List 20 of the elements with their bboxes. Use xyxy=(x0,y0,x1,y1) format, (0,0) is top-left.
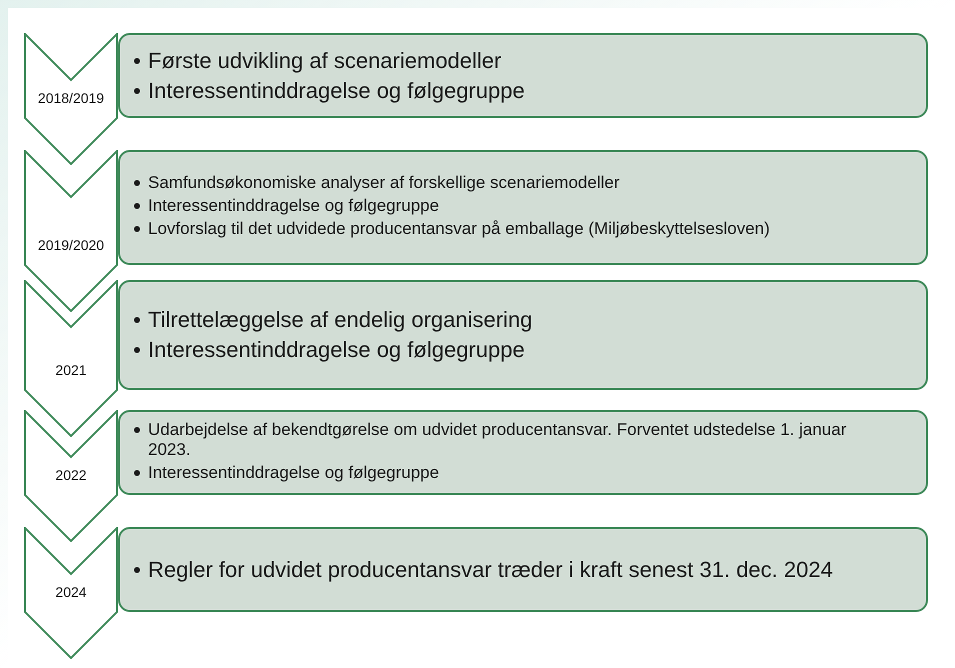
bullet-text: Tilrettelæggelse af endelig organisering xyxy=(148,307,532,332)
milestone-box xyxy=(118,410,928,495)
year-label: 2024 xyxy=(54,583,88,602)
bullet-text: Udarbejdelse af bekendtgørelse om udvidet producentansvar. Forventet udstedelse 1. januar 2023. xyxy=(148,420,846,458)
bullet-text: Regler for udvidet producentansvar træder i kraft senest 31. dec. 2024 xyxy=(148,556,833,582)
bullet-text: Første udvikling af scenariemodeller xyxy=(148,48,502,72)
milestone-box xyxy=(118,33,928,118)
bullet-text: Interessentinddragelse og følgegruppe xyxy=(148,196,440,215)
bullet-text: Interessentinddragelse og følgegruppe xyxy=(148,462,440,482)
year-label: 2019/2020 xyxy=(36,236,106,255)
bullet-text: Interessentinddragelse og følgegruppe xyxy=(148,78,525,102)
year-label: 2022 xyxy=(54,466,88,485)
bullet-text: Samfundsøkonomiske analyser af forskellige scenariemodeller xyxy=(148,173,620,192)
milestone-box xyxy=(118,150,928,265)
bullet-text: Lovforslag til det udvidede producentansvar på emballage (Miljøbeskyttelsesloven) xyxy=(148,219,770,238)
bullet-text: Interessentinddragelse og følgegruppe xyxy=(148,337,525,362)
year-label: 2021 xyxy=(54,361,88,380)
year-label: 2018/2019 xyxy=(36,89,106,108)
milestone-box xyxy=(118,527,928,612)
milestone-box xyxy=(118,280,928,390)
